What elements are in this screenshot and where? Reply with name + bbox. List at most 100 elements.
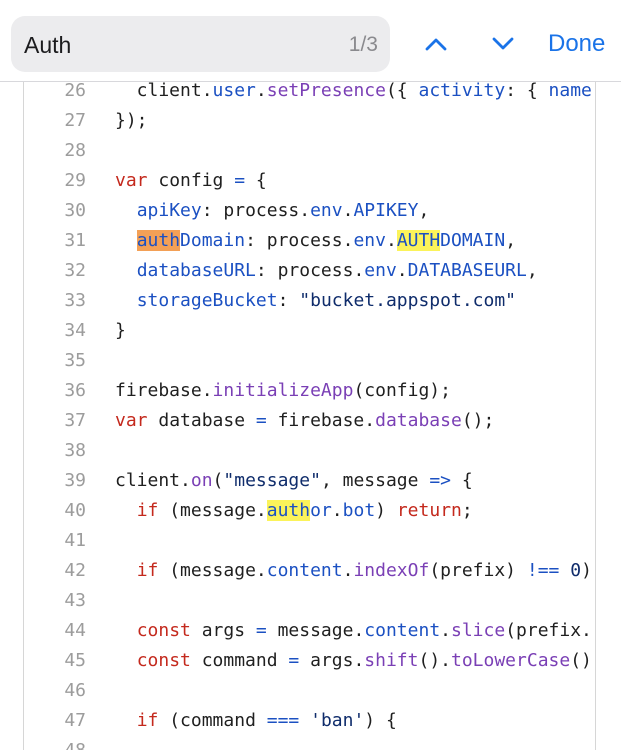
code-line: 46 — [24, 676, 595, 706]
code-text: var config = { — [115, 166, 267, 196]
line-number: 39 — [64, 470, 86, 491]
current-search-match: auth — [136, 230, 181, 251]
line-number: 33 — [64, 290, 86, 311]
code-token: 0 — [570, 560, 582, 581]
search-match: AUTH — [396, 230, 441, 251]
code-token: => — [429, 470, 451, 491]
code-token: (); — [461, 410, 495, 431]
next-match-button[interactable] — [485, 26, 521, 62]
code-token: } — [115, 320, 126, 341]
code-text: if (command === 'ban') { — [115, 706, 397, 736]
code-token: client. — [115, 82, 213, 101]
code-text: } — [115, 316, 126, 346]
code-token: if — [136, 710, 159, 731]
code-text: if (message.author.bot) return; — [115, 496, 473, 526]
code-token: DOMAIN — [440, 230, 506, 251]
code-token: APIKEY — [353, 200, 419, 221]
code-token: (). — [418, 650, 451, 671]
code-token: : process. — [201, 200, 311, 221]
code-token: if — [136, 560, 159, 581]
code-token — [115, 500, 137, 521]
line-number: 41 — [64, 530, 86, 551]
code-token — [115, 620, 137, 641]
line-number: 35 — [64, 350, 86, 371]
code-token: : process. — [255, 260, 365, 281]
match-count: 1/3 — [348, 33, 378, 56]
line-number: 37 — [64, 410, 86, 431]
code-line: 28 — [24, 136, 595, 166]
code-line: 32 databaseURL: process.env.DATABASEURL, — [24, 256, 595, 286]
code-text: }); — [115, 106, 148, 136]
line-number: 48 — [60, 736, 86, 750]
find-search-field[interactable]: Auth 1/3 — [11, 16, 390, 72]
find-in-page-bar: Auth 1/3 Done — [0, 0, 621, 82]
code-token: "message" — [223, 470, 321, 491]
line-number: 27 — [64, 110, 86, 131]
line-number: 28 — [64, 140, 86, 161]
code-token: (message. — [158, 500, 267, 521]
code-token: , — [418, 200, 430, 221]
code-token — [115, 290, 137, 311]
code-line: 43 — [24, 586, 595, 616]
code-view[interactable]: 26 client.user.setPresence({ activity: {… — [23, 82, 596, 750]
code-token: { — [245, 170, 267, 191]
code-token: message. — [266, 620, 365, 641]
code-token: = — [234, 170, 246, 191]
code-line: 27}); — [24, 106, 595, 136]
code-token: === — [266, 710, 300, 731]
code-token: (prefix. — [505, 620, 592, 641]
code-text: authDomain: process.env.AUTHDOMAIN, — [115, 226, 516, 256]
code-token: database — [375, 410, 462, 431]
code-token: env — [310, 200, 343, 221]
code-token: (message. — [158, 560, 267, 581]
code-token: env — [364, 260, 397, 281]
done-button[interactable]: Done — [548, 30, 606, 57]
code-token: () — [570, 650, 592, 671]
code-token: 'ban' — [310, 710, 365, 731]
code-token — [115, 560, 137, 581]
code-line: 40 if (message.author.bot) return; — [24, 496, 595, 526]
code-text: const args = message.content.slice(prefi… — [115, 616, 592, 646]
search-match: auth — [266, 500, 311, 521]
code-token: . — [342, 200, 354, 221]
code-token: "bucket.appspot.com" — [299, 290, 517, 311]
code-token — [115, 650, 137, 671]
code-token: initializeApp — [212, 380, 354, 401]
code-line: 31 authDomain: process.env.AUTHDOMAIN, — [24, 226, 595, 256]
code-text: firebase.initializeApp(config); — [115, 376, 451, 406]
code-token: . — [385, 230, 397, 251]
code-line: 44 const args = message.content.slice(pr… — [24, 616, 595, 646]
code-token: ) — [581, 560, 592, 581]
code-token: databaseURL — [136, 260, 256, 281]
code-token: content — [266, 560, 343, 581]
code-token: , — [505, 230, 517, 251]
code-token: env — [353, 230, 386, 251]
code-token: name — [548, 82, 592, 101]
code-token: : { — [505, 82, 549, 101]
code-token: , message — [320, 470, 430, 491]
code-token: client. — [115, 470, 191, 491]
code-token: args. — [299, 650, 365, 671]
code-token: ; — [461, 500, 473, 521]
code-line: 41 — [24, 526, 595, 556]
code-token: ) — [375, 500, 397, 521]
code-token: ({ — [385, 82, 419, 101]
find-query-text[interactable]: Auth — [24, 32, 72, 58]
code-line: 26 client.user.setPresence({ activity: {… — [24, 82, 595, 106]
code-text: storageBucket: "bucket.appspot.com" — [115, 286, 516, 316]
code-token: content — [364, 620, 441, 641]
line-number: 47 — [64, 710, 86, 731]
code-token: indexOf — [353, 560, 430, 581]
code-token: apiKey — [136, 200, 202, 221]
code-token — [559, 560, 570, 581]
code-token: const — [136, 620, 191, 641]
code-token: : process. — [245, 230, 354, 251]
code-line: 47 if (command === 'ban') { — [24, 706, 595, 736]
previous-match-button[interactable] — [418, 26, 454, 62]
chevron-up-icon — [425, 38, 447, 51]
code-token: }); — [115, 110, 148, 131]
code-text: client.user.setPresence({ activity: { na… — [115, 82, 592, 106]
